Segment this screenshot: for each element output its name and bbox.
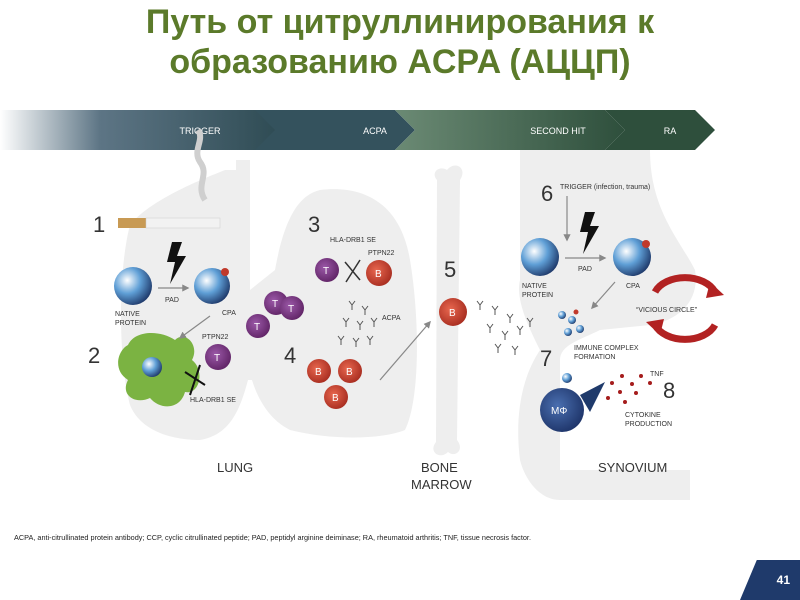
lightning-icon-synovium bbox=[580, 212, 599, 254]
b-label: B bbox=[346, 367, 353, 378]
ptpn22-label-step3: PTPN22 bbox=[368, 250, 395, 257]
stage-banner: TRIGGER ACPA SECOND HIT RA bbox=[0, 110, 715, 150]
banner-label-ra: RA bbox=[664, 126, 677, 136]
antibodies-flow bbox=[476, 300, 534, 355]
step-number-8: 8 bbox=[663, 378, 675, 403]
native-protein-sphere-synovium bbox=[521, 238, 559, 276]
pad-label: PAD bbox=[165, 297, 179, 304]
b-cell-step3 bbox=[366, 260, 392, 286]
step-number-6: 6 bbox=[541, 181, 553, 206]
vicious-circle-arrows bbox=[646, 274, 724, 343]
cpa-sphere-synovium bbox=[613, 238, 651, 276]
t-label: T bbox=[323, 266, 329, 277]
cytokine-label-1: CYTOKINE bbox=[625, 412, 661, 419]
title-line-2: образованию ACPA (АЦЦП) bbox=[169, 43, 631, 81]
vicious-circle-label: “VICIOUS CIRCLE” bbox=[636, 307, 698, 314]
region-lung-label: LUNG bbox=[217, 460, 253, 475]
t-cell-step2 bbox=[205, 344, 231, 370]
title-line-1: Путь от цитруллинирования к bbox=[145, 3, 655, 41]
native-protein-label-1: NATIVE bbox=[115, 311, 140, 318]
pad-label-synovium: PAD bbox=[578, 266, 592, 273]
smoke bbox=[194, 128, 208, 202]
macrophage-receptor bbox=[580, 382, 605, 412]
b-label: B bbox=[315, 367, 322, 378]
macrophage-complex bbox=[562, 373, 572, 383]
immune-complex bbox=[558, 309, 584, 336]
native-protein-label-2: PROTEIN bbox=[115, 320, 146, 327]
antibodies-lung bbox=[337, 300, 378, 347]
banner-label-acpa: ACPA bbox=[363, 126, 387, 136]
synovium-shape bbox=[518, 150, 696, 500]
immune-complex-label-1: IMMUNE COMPLEX bbox=[574, 345, 639, 352]
cpa-sphere bbox=[194, 268, 230, 304]
cytokine-label-2: PRODUCTION bbox=[625, 421, 672, 428]
native-protein-syn-1: NATIVE bbox=[522, 283, 547, 290]
b-label: B bbox=[332, 393, 339, 404]
region-bone-label-2: MARROW bbox=[411, 477, 472, 492]
banner-label-second-hit: SECOND HIT bbox=[530, 126, 586, 136]
lightning-icon bbox=[167, 242, 186, 284]
trachea-shape bbox=[236, 160, 250, 290]
citrulline-dot-synovium bbox=[642, 240, 650, 248]
hla-cross bbox=[344, 259, 361, 283]
step-number-2: 2 bbox=[88, 343, 100, 368]
step-number-3: 3 bbox=[308, 212, 320, 237]
t-cell-label: T bbox=[214, 353, 220, 364]
hla-label-step3: HLA-DRB1 SE bbox=[330, 237, 376, 244]
step-number-1: 1 bbox=[93, 212, 105, 237]
cpa-label-synovium: CPA bbox=[626, 283, 640, 290]
hla-receptor bbox=[184, 364, 206, 396]
b-label: B bbox=[449, 308, 456, 319]
footnote: ACPA, anti-citrullinated protein antibod… bbox=[14, 533, 531, 542]
banner-segment-acpa bbox=[255, 110, 415, 150]
lung-to-bone-arrow bbox=[379, 320, 431, 381]
banner-segment-second-hit bbox=[395, 110, 625, 150]
b-cell-cluster: B B B bbox=[307, 359, 362, 409]
native-protein-syn-2: PROTEIN bbox=[522, 292, 553, 299]
citrulline-dot bbox=[221, 268, 229, 276]
b-cell-bone-marrow bbox=[439, 298, 467, 326]
t-label: T bbox=[254, 322, 260, 333]
cpa-to-apc-arrow bbox=[178, 315, 211, 339]
cigarette bbox=[118, 217, 221, 229]
macrophage-label: MΦ bbox=[551, 406, 567, 417]
acpa-label: ACPA bbox=[382, 315, 401, 322]
banner-segment-ra bbox=[605, 110, 715, 150]
slide-title: Путь от цитруллинирования к образованию … bbox=[0, 2, 800, 82]
native-protein-sphere bbox=[114, 267, 152, 305]
apc-nucleus bbox=[142, 357, 162, 377]
t-cell-cluster: T T T bbox=[246, 291, 304, 338]
t-cell-step3 bbox=[315, 258, 339, 282]
cpa-to-complex-arrow bbox=[591, 281, 616, 310]
tnf-dots bbox=[606, 374, 652, 404]
cpa-label: CPA bbox=[222, 310, 236, 317]
trigger-infection-label: TRIGGER (infection, trauma) bbox=[560, 184, 650, 191]
region-synovium-label: SYNOVIUM bbox=[598, 460, 667, 475]
tnf-label: TNF bbox=[650, 371, 664, 378]
macrophage bbox=[540, 388, 584, 432]
immune-complex-label-2: FORMATION bbox=[574, 354, 615, 361]
t-label: T bbox=[288, 304, 294, 315]
t-label: T bbox=[272, 299, 278, 310]
banner-segment-trigger bbox=[0, 110, 285, 150]
hla-label-lung: HLA-DRB1 SE bbox=[190, 397, 236, 404]
step-number-4: 4 bbox=[284, 343, 296, 368]
region-bone-label-1: BONE bbox=[421, 460, 458, 475]
step-number-5: 5 bbox=[444, 257, 456, 282]
step-number-7: 7 bbox=[540, 346, 552, 371]
ptpn22-label-lung: PTPN22 bbox=[202, 334, 229, 341]
b-label: B bbox=[375, 269, 382, 280]
